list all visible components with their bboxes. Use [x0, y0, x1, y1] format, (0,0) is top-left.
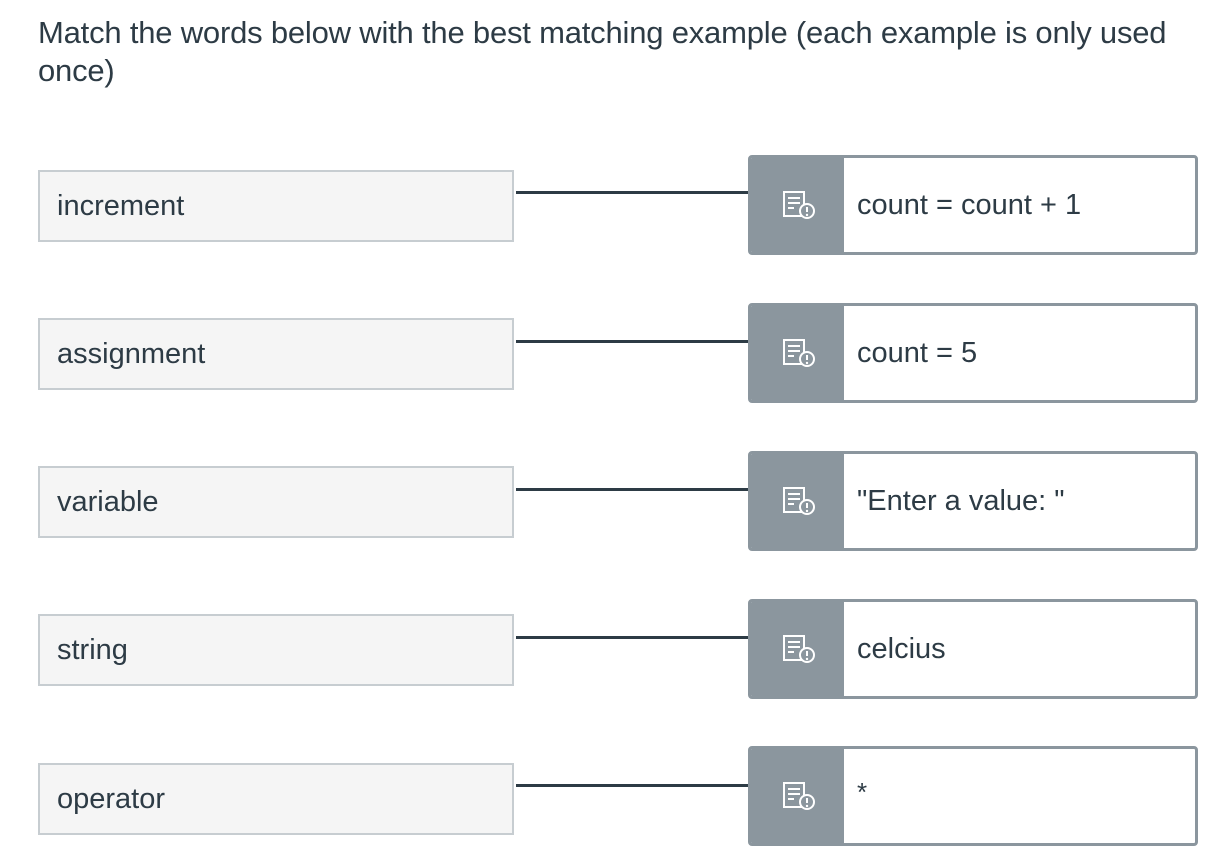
match-row: assignment count = 5: [0, 303, 1230, 403]
match-connector-line: [516, 488, 750, 491]
answer-icon-panel: [751, 602, 844, 696]
document-alert-icon: [783, 635, 815, 663]
term-label: variable: [38, 466, 514, 538]
answer-text: *: [857, 777, 868, 807]
question-prompt: Match the words below with the best matc…: [38, 15, 1167, 88]
match-row: operator *: [0, 746, 1230, 846]
answer-box[interactable]: "Enter a value: ": [748, 451, 1198, 551]
answer-icon-panel: [751, 158, 844, 252]
answer-icon-panel: [751, 749, 844, 843]
answer-box[interactable]: *: [748, 746, 1198, 846]
match-connector-line: [516, 636, 750, 639]
term-label: string: [38, 614, 514, 686]
match-connector-line: [516, 340, 750, 343]
answer-text: count = count + 1: [857, 189, 1082, 221]
match-row: string celcius: [0, 599, 1230, 699]
document-alert-icon: [783, 487, 815, 515]
answer-box[interactable]: count = 5: [748, 303, 1198, 403]
answer-icon-panel: [751, 306, 844, 400]
match-connector-line: [516, 191, 750, 194]
answer-box[interactable]: celcius: [748, 599, 1198, 699]
document-alert-icon: [783, 191, 815, 219]
document-alert-icon: [783, 782, 815, 810]
document-alert-icon: [783, 339, 815, 367]
term-label: assignment: [38, 318, 514, 390]
answer-box[interactable]: count = count + 1: [748, 155, 1198, 255]
answer-text: count = 5: [857, 337, 978, 369]
answer-text: celcius: [857, 633, 946, 665]
answer-text: "Enter a value: ": [857, 485, 1065, 517]
match-row: variable "Enter a value: ": [0, 451, 1230, 551]
term-label: operator: [38, 763, 514, 835]
match-connector-line: [516, 784, 750, 787]
match-row: increment count = count + 1: [0, 155, 1230, 255]
answer-icon-panel: [751, 454, 844, 548]
term-label: increment: [38, 170, 514, 242]
